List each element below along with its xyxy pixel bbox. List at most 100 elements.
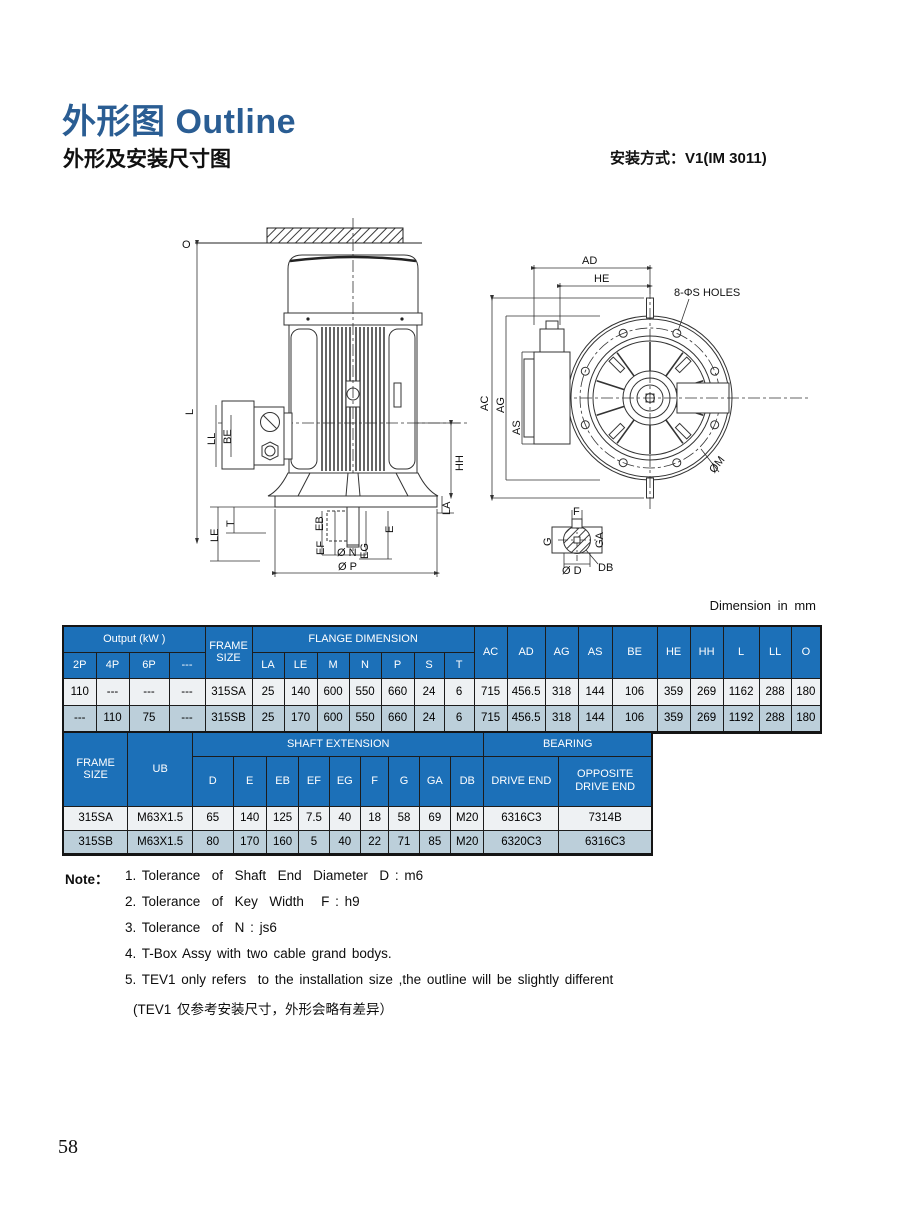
col-frame-size: FRAME SIZE: [204, 625, 253, 679]
table-cell: M20: [449, 829, 485, 855]
table-cell: 6: [443, 704, 475, 733]
table-cell: 58: [388, 805, 420, 831]
dim-label-hh: HH: [454, 455, 466, 471]
dim-label-he: HE: [594, 273, 609, 285]
table-cell: 22: [359, 829, 390, 855]
dim-label-ag: AG: [495, 397, 507, 413]
dim-label-eb: EB: [314, 516, 326, 531]
table-cell: 359: [656, 677, 691, 706]
col-group-shaft-extension: SHAFT EXTENSION: [192, 731, 485, 757]
table-cell: 288: [758, 704, 792, 733]
table-cell: 40: [328, 829, 361, 855]
dim-label-o: O: [182, 239, 191, 251]
table-cell: 550: [348, 704, 382, 733]
dim-label-ll: LL: [206, 433, 218, 445]
col-f: F: [359, 755, 390, 807]
table-cell: 269: [689, 704, 724, 733]
col-frame-size-2: FRAME SIZE: [62, 731, 129, 807]
col-hh: HH: [689, 625, 724, 679]
table-cell: M20: [449, 805, 485, 831]
table-cell: 170: [232, 829, 267, 855]
outline-drawing: O L LL BE LE T EB EF Ø N EG E Ø P HH LA: [182, 218, 810, 577]
dim-label-phi-p: Ø P: [338, 561, 357, 573]
table-cell: 170: [283, 704, 318, 733]
table-cell: 125: [265, 805, 300, 831]
table-cell: 315SA: [62, 805, 129, 831]
col-e: E: [232, 755, 267, 807]
table-cell: ---: [168, 677, 206, 706]
table-cell: 6316C3: [483, 805, 560, 831]
page-title: 外形图 Outline: [62, 103, 297, 141]
note-item: 4. T-Box Assy with two cable grand bodys…: [125, 946, 392, 961]
table-cell: 144: [577, 677, 613, 706]
col-ef: EF: [298, 755, 330, 807]
table-cell: 110: [62, 677, 97, 706]
col-d: D: [192, 755, 234, 807]
table-cell: 600: [316, 677, 350, 706]
col-m: M: [316, 651, 350, 679]
note-item: 2. Tolerance of Key Width F : h9: [125, 894, 360, 909]
dim-label-g: G: [542, 537, 554, 546]
page-number: 58: [58, 1136, 78, 1158]
table-cell: 69: [418, 805, 452, 831]
table-cell: 25: [251, 704, 285, 733]
dim-label-db: DB: [598, 562, 613, 574]
table-cell: M63X1.5: [127, 829, 194, 855]
col-ll: LL: [758, 625, 792, 679]
table-cell: 660: [380, 704, 415, 733]
col-ad: AD: [506, 625, 546, 679]
col-dash: ---: [168, 651, 206, 679]
table-cell: ---: [62, 704, 97, 733]
table-cell: 140: [232, 805, 267, 831]
dim-label-la: LA: [441, 501, 453, 515]
dim-label-phi-d: Ø D: [562, 565, 582, 577]
table-cell: 71: [388, 829, 420, 855]
table-cell: 269: [689, 677, 724, 706]
table-cell: 318: [544, 704, 579, 733]
dim-label-phi-m: ØM: [707, 454, 727, 475]
dim-label-ga: GA: [594, 531, 606, 548]
col-le: LE: [283, 651, 318, 679]
dim-label-holes: 8-ΦS HOLES: [674, 287, 740, 299]
col-be: BE: [611, 625, 658, 679]
table-cell: 24: [413, 704, 445, 733]
table-cell: 80: [192, 829, 234, 855]
notes-section: Note： 1. Tolerance of Shaft End Diameter…: [65, 868, 613, 1029]
notes-label: Note：: [65, 872, 109, 887]
col-ub: UB: [127, 731, 194, 807]
col-t: T: [443, 651, 475, 679]
table-cell: 18: [359, 805, 390, 831]
table-cell: 6: [443, 677, 475, 706]
col-eg: EG: [328, 755, 361, 807]
table-cell: 140: [283, 677, 318, 706]
note-item: (TEV1 仅参考安装尺寸，外形会略有差异）: [133, 1002, 394, 1017]
table-cell: 25: [251, 677, 285, 706]
table-cell: 7314B: [558, 805, 653, 831]
col-o: O: [790, 625, 822, 679]
col-la: LA: [251, 651, 285, 679]
dim-label-be: BE: [222, 429, 234, 444]
table-cell: 1192: [722, 704, 760, 733]
col-group-bearing: BEARING: [483, 731, 653, 757]
col-ga: GA: [418, 755, 452, 807]
dim-label-le: LE: [209, 529, 221, 542]
col-4p: 4P: [95, 651, 130, 679]
table-cell: 160: [265, 829, 300, 855]
table-cell: 24: [413, 677, 445, 706]
dim-label-t: T: [225, 520, 237, 527]
note-item: 5. TEV1 only refers to the installation …: [125, 972, 614, 987]
table-cell: 550: [348, 677, 382, 706]
side-view: O L LL BE LE T EB EF Ø N EG E Ø P HH LA: [182, 218, 470, 577]
table-cell: 315SB: [62, 829, 129, 855]
dim-label-ad: AD: [582, 255, 597, 267]
table-cell: 40: [328, 805, 361, 831]
table-cell: 715: [473, 704, 508, 733]
table-cell: 180: [790, 677, 822, 706]
col-ag: AG: [544, 625, 579, 679]
page-subtitle: 外形及安装尺寸图: [63, 148, 231, 171]
col-l: L: [722, 625, 760, 679]
